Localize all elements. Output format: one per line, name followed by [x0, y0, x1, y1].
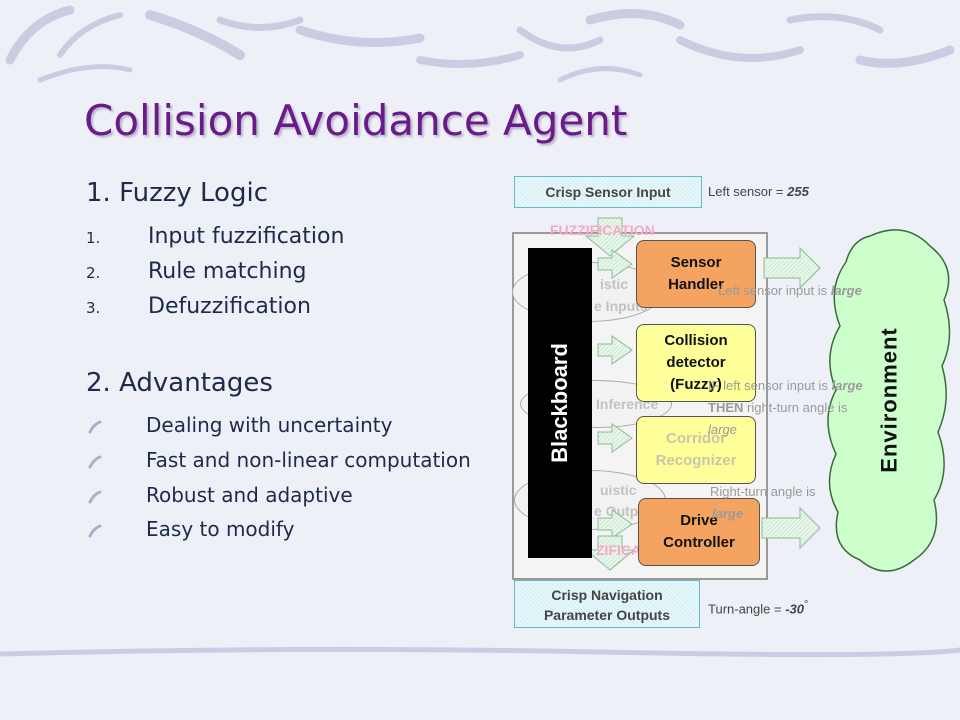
- fuzzification-label: FUZZIFICATION: [550, 222, 655, 238]
- blackboard-label: Blackboard: [547, 343, 573, 463]
- list-number: 3.: [86, 299, 101, 317]
- rule-annotation-if: IF left sensor input is large: [708, 378, 863, 393]
- blackboard-block: [528, 248, 592, 558]
- annotation-text: Left sensor =: [708, 184, 788, 199]
- annotation-value: large: [708, 422, 737, 437]
- header-decoration: [5, 5, 955, 83]
- list-number: 2.: [86, 264, 101, 282]
- list-item: 1. Input fuzzification: [86, 224, 344, 249]
- annotation-unit: °: [804, 599, 809, 611]
- section-advantages-heading: 2. Advantages: [86, 368, 273, 398]
- blackboard-label-wrap: Blackboard: [528, 248, 592, 558]
- annotation-text: right-turn angle is: [743, 400, 848, 415]
- brush-bullet-icon: [88, 490, 102, 504]
- section-fuzzy-logic-heading: 1. Fuzzy Logic: [86, 178, 268, 208]
- annotation-value: large: [712, 506, 744, 521]
- output-box-line: Crisp Navigation: [551, 587, 663, 603]
- list-text: Rule matching: [148, 259, 307, 284]
- fuzzy-input-annotation: Left sensor input is large: [718, 283, 862, 298]
- turn-angle-annotation: Turn-angle = -30°: [708, 599, 808, 616]
- module-line: Recognizer: [655, 452, 737, 469]
- slide-title: Collision Avoidance Agent: [84, 96, 628, 145]
- rule-annotation-then: THEN right-turn angle is: [708, 400, 847, 415]
- annotation-value: 255: [787, 184, 809, 199]
- annotation-text: Left sensor input is: [718, 283, 831, 298]
- fuzzy-output-value: large: [712, 506, 743, 521]
- bullet-item: Dealing with uncertainty: [146, 413, 393, 437]
- bullet-item: Easy to modify: [146, 517, 295, 541]
- bullet-item: Robust and adaptive: [146, 483, 353, 507]
- brush-bullet-icon: [88, 455, 102, 469]
- list-text: Defuzzification: [148, 294, 311, 319]
- module-line: detector: [666, 354, 726, 371]
- footer-decoration: [0, 646, 960, 658]
- list-number: 1.: [86, 229, 101, 247]
- crisp-navigation-output-box: Crisp Navigation Parameter Outputs: [514, 580, 700, 628]
- module-line: Handler: [668, 276, 724, 293]
- module-line: Collision: [664, 332, 728, 349]
- collision-detector-module: Collision detector (Fuzzy): [636, 324, 756, 402]
- fuzzy-output-annotation: Right-turn angle is: [710, 484, 816, 499]
- cloud-text: uistic: [600, 482, 637, 498]
- module-line: (Fuzzy): [670, 376, 722, 393]
- rule-annotation-value: large: [708, 422, 737, 437]
- annotation-value: large: [831, 378, 863, 393]
- cloud-text: e Inputs: [594, 298, 648, 314]
- annotation-keyword: THEN: [708, 400, 744, 415]
- module-line: Drive: [680, 512, 718, 529]
- cloud-text: istic: [600, 276, 629, 292]
- module-line: Sensor: [670, 254, 722, 271]
- brush-bullet-icon: [88, 420, 102, 434]
- brush-bullet-icon: [88, 524, 102, 538]
- environment-label: Environment: [877, 327, 902, 473]
- module-line: Controller: [663, 534, 735, 551]
- annotation-value: large: [830, 283, 862, 298]
- annotation-text: Turn-angle =: [708, 601, 786, 617]
- list-item: 3. Defuzzification: [86, 294, 311, 319]
- sensor-annotation: Left sensor = 255: [708, 184, 809, 199]
- bullet-item: Fast and non-linear computation: [146, 448, 471, 472]
- list-text: Input fuzzification: [148, 224, 345, 249]
- annotation-value: -30: [785, 601, 804, 617]
- module-line: Corridor: [665, 430, 726, 447]
- list-item: 2. Rule matching: [86, 259, 306, 284]
- crisp-sensor-input-box: Crisp Sensor Input: [514, 176, 702, 208]
- output-box-line: Parameter Outputs: [543, 607, 671, 623]
- annotation-text: IF left sensor input is: [708, 378, 832, 393]
